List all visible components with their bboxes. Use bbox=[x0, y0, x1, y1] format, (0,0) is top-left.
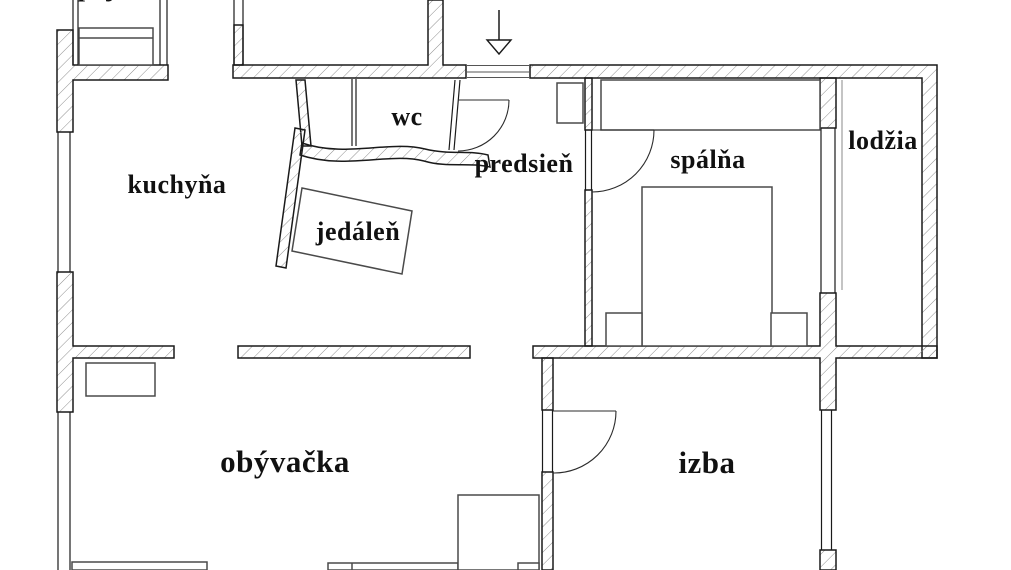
wall-dining-slant bbox=[275, 127, 306, 269]
room-door-arc bbox=[552, 410, 617, 474]
room-label-hall: predsieň bbox=[474, 149, 574, 178]
wall-living-room-divider-bottom bbox=[541, 471, 554, 570]
bedroom-door bbox=[591, 129, 655, 193]
hall-cabinet bbox=[556, 82, 584, 124]
bedroom-door-arc bbox=[591, 129, 655, 193]
room-label-room: izba bbox=[678, 445, 736, 480]
wall-bedroom-left bbox=[584, 189, 593, 347]
bedroom-wardrobe bbox=[600, 79, 821, 131]
window-kitchen-left bbox=[57, 132, 71, 272]
window-room-right bbox=[820, 410, 833, 550]
living-sofa bbox=[327, 562, 459, 570]
living-sofa-corner bbox=[457, 494, 540, 570]
wall-mid-segment bbox=[237, 345, 471, 359]
doors bbox=[457, 99, 655, 474]
living-cabinet bbox=[85, 362, 156, 397]
room-label-loggia: lodžia bbox=[848, 126, 918, 155]
wall-wc-right-slant bbox=[448, 79, 461, 151]
wall-living-room-divider-top bbox=[541, 357, 554, 411]
window-living-left bbox=[57, 412, 71, 570]
entrance-threshold bbox=[466, 65, 530, 78]
wc-door bbox=[457, 99, 510, 152]
wall-pantry-right bbox=[159, 0, 168, 65]
room-door bbox=[552, 410, 617, 474]
living-sofa-corner-inner bbox=[517, 562, 540, 570]
wall-wc-wavy bbox=[299, 141, 491, 168]
room-label-dining: jedáleň bbox=[315, 217, 401, 246]
wall-bedroom-right-pier bbox=[819, 77, 837, 129]
wall-bedroom-left-pier bbox=[584, 77, 593, 131]
wall-pantry-left bbox=[72, 0, 79, 65]
wc-door-arc bbox=[457, 99, 510, 152]
room-label-wc: wc bbox=[391, 102, 423, 131]
room-label-pantry-cropped: špajza bbox=[67, 0, 141, 3]
walls-hatched bbox=[56, 0, 938, 570]
entrance-arrow-icon bbox=[485, 10, 513, 56]
dining-table bbox=[291, 187, 413, 275]
wall-left-middle bbox=[56, 271, 175, 413]
room-label-bedroom: spálňa bbox=[670, 145, 746, 174]
opening-bedroom-door bbox=[584, 130, 593, 190]
furniture bbox=[71, 27, 821, 570]
window-bedroom-loggia bbox=[820, 128, 836, 293]
room-label-living-room: obývačka bbox=[220, 444, 350, 479]
wall-wc-divider bbox=[351, 79, 357, 146]
wall-room-right-bottom bbox=[819, 549, 837, 570]
wall-bath-left bbox=[233, 0, 244, 65]
nightstand-right bbox=[770, 312, 808, 347]
wall-bath-right-bottom bbox=[232, 0, 467, 79]
wall-middle-band bbox=[532, 292, 938, 411]
nightstand-left bbox=[605, 312, 643, 347]
pantry-shelf bbox=[78, 27, 154, 66]
opening-room-door bbox=[541, 410, 554, 472]
bedroom-bed bbox=[641, 186, 773, 347]
room-label-kitchen: kuchyňa bbox=[127, 170, 227, 199]
thin-walls-windows bbox=[57, 0, 843, 570]
living-furniture-bottom-left bbox=[71, 561, 208, 570]
wall-bath-left-pier bbox=[233, 24, 244, 66]
